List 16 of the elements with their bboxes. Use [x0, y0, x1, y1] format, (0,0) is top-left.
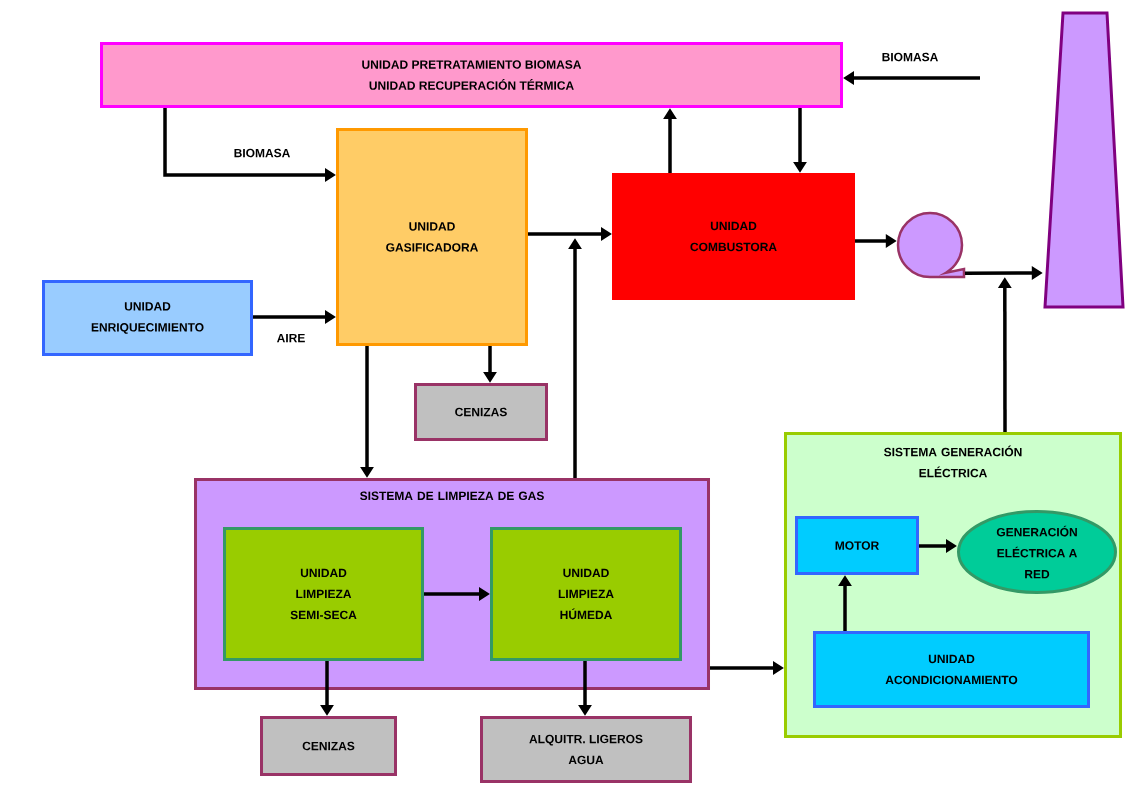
edge-label: BIOMASA: [232, 147, 292, 159]
edge-label: AIRE: [275, 332, 307, 344]
unit-box: UNIDAD PRETRATAMIENTO BIOMASA UNIDAD RECUPERACIÓN TÉRMICA: [100, 42, 843, 108]
edge-label: BIOMASA: [880, 51, 940, 63]
chimney-drawing: [1043, 11, 1125, 309]
unit-box: UNIDAD ENRIQUECIMIENTO: [42, 280, 253, 356]
fan-drawing: [896, 211, 966, 279]
unit-box: MOTOR: [795, 516, 919, 575]
unit-box: UNIDAD ACONDICIONAMIENTO: [813, 631, 1090, 708]
unit-box: UNIDAD LIMPIEZA HÚMEDA: [490, 527, 682, 661]
unit-box: UNIDAD COMBUSTORA: [612, 173, 855, 300]
unit-box: UNIDAD GASIFICADORA: [336, 128, 528, 346]
unit-box: UNIDAD LIMPIEZA SEMI-SECA: [223, 527, 424, 661]
output-box: ALQUITR. LIGEROS AGUA: [480, 716, 692, 783]
output-box: CENIZAS: [414, 383, 548, 441]
output-box: CENIZAS: [260, 716, 397, 776]
